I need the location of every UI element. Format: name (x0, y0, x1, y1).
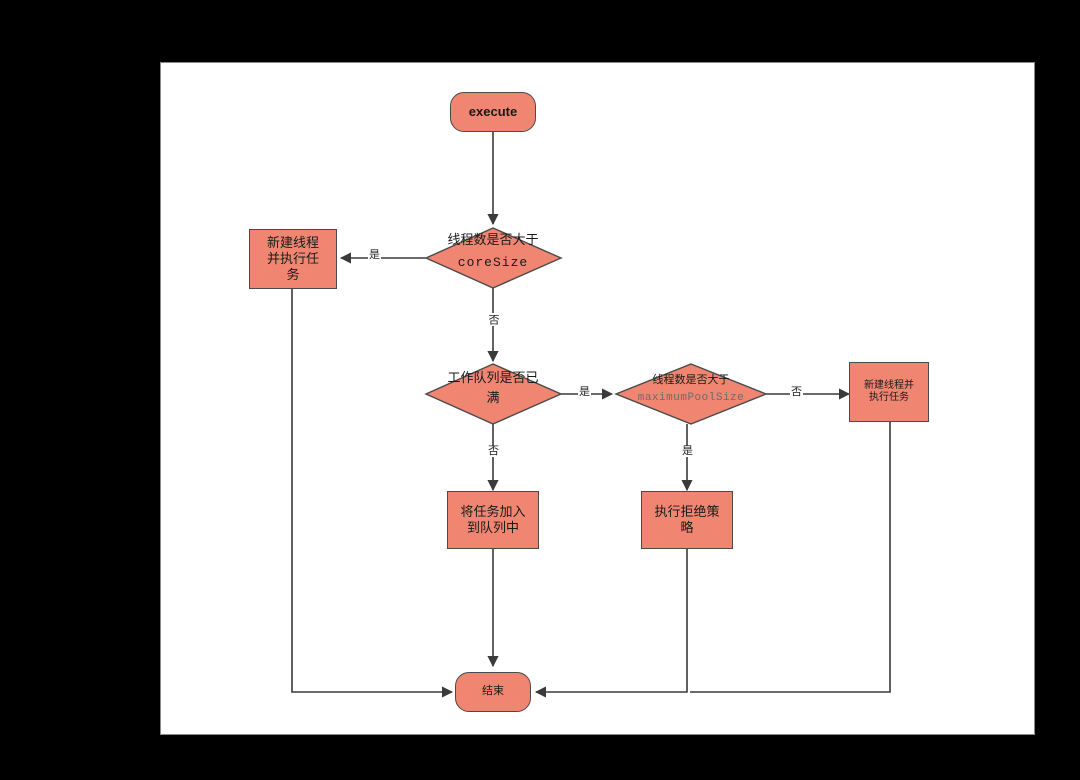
edge-label-core-yes: 是 (368, 249, 381, 261)
node-new-thread-max[interactable]: 新建线程并 执行任务 (849, 362, 929, 422)
node-new-thread-max-label: 新建线程并 执行任务 (864, 379, 914, 404)
node-start-label: execute (468, 103, 518, 119)
node-new-thread-core-label: 新建线程 并执行任 务 (266, 234, 319, 283)
node-enqueue[interactable]: 将任务加入 到队列中 (447, 491, 539, 549)
edge-label-queue-yes: 是 (578, 386, 591, 398)
node-new-thread-core[interactable]: 新建线程 并执行任 务 (249, 229, 337, 289)
node-enqueue-label: 将任务加入 到队列中 (460, 503, 526, 535)
node-start-execute[interactable]: execute (450, 92, 536, 132)
node-reject-label: 执行拒绝策 略 (654, 503, 720, 535)
edge-label-max-yes: 是 (681, 445, 694, 457)
edge-label-core-no: 否 (487, 313, 499, 326)
edge-label-queue-no: 否 (487, 445, 500, 457)
edge-label-max-no: 否 (790, 386, 803, 398)
node-end-label: 结束 (482, 685, 504, 698)
node-end[interactable]: 结束 (455, 672, 531, 712)
node-reject[interactable]: 执行拒绝策 略 (641, 491, 733, 549)
